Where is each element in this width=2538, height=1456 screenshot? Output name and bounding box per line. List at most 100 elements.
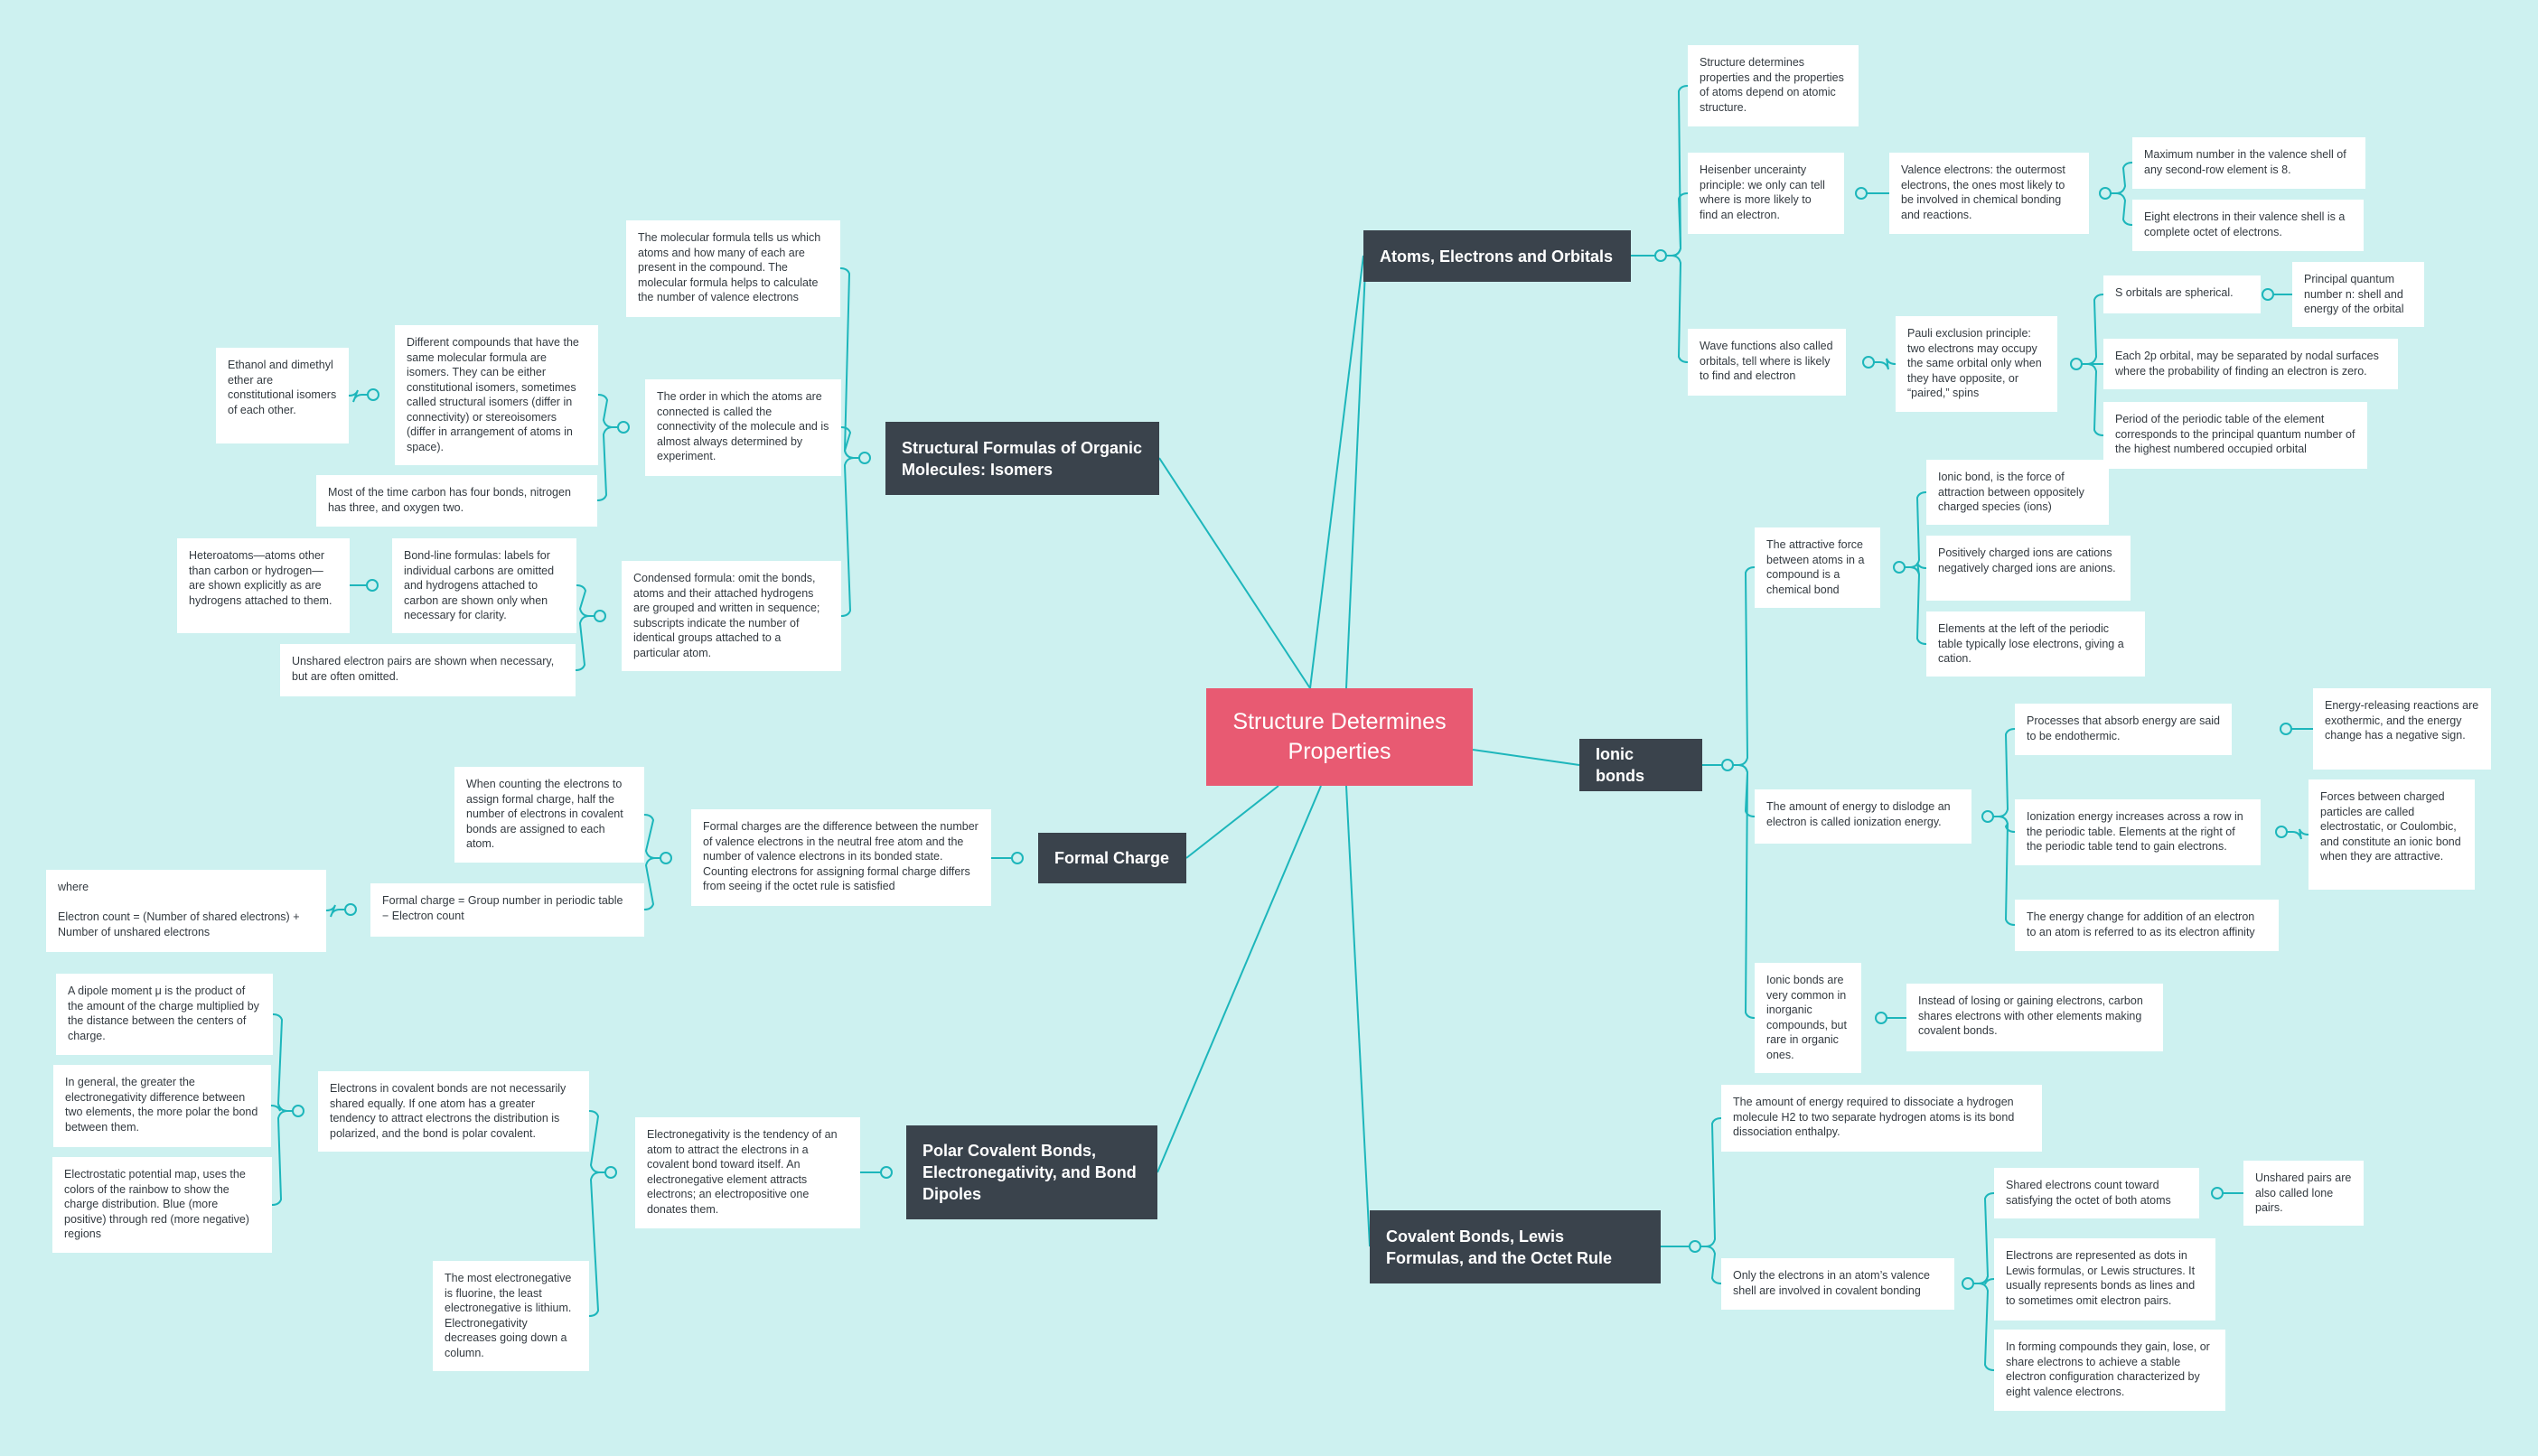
- a2-hub-dot[interactable]: [1855, 187, 1868, 200]
- a8-hub-dot[interactable]: [2262, 288, 2274, 301]
- leaf-i11[interactable]: Ionic bonds are very common in inorganic…: [1755, 963, 1861, 1073]
- leaf-p2[interactable]: Electrons in covalent bonds are not nece…: [318, 1071, 589, 1152]
- leaf-i7[interactable]: Energy-releasing reactions are exothermi…: [2313, 688, 2491, 770]
- leaf-s4[interactable]: Ethanol and dimethyl ether are constitut…: [216, 348, 349, 443]
- ionic-hub-dot[interactable]: [1721, 759, 1734, 771]
- formal-hub-dot[interactable]: [1011, 852, 1024, 864]
- f3-link-0: [325, 904, 351, 918]
- a6-hub-dot[interactable]: [1862, 356, 1875, 369]
- leaf-a6[interactable]: Wave functions also called orbitals, tel…: [1688, 329, 1846, 396]
- leaf-a7[interactable]: Pauli exclusion principle: two electrons…: [1896, 316, 2057, 412]
- leaf-c1[interactable]: The amount of energy required to dissoci…: [1721, 1085, 2042, 1152]
- leaf-p3[interactable]: A dipole moment μ is the product of the …: [56, 974, 273, 1055]
- leaf-i10[interactable]: The energy change for addition of an ele…: [2015, 900, 2279, 951]
- cov-link-0: [1695, 1117, 1722, 1247]
- f1-hub-dot[interactable]: [660, 852, 672, 864]
- c2-hub-dot[interactable]: [1962, 1277, 1974, 1290]
- leaf-c6[interactable]: In forming compounds they gain, lose, or…: [1994, 1330, 2225, 1411]
- leaf-p4[interactable]: In general, the greater the electronegat…: [53, 1065, 271, 1147]
- s7-hub-dot[interactable]: [366, 579, 379, 592]
- leaf-s8[interactable]: Heteroatoms—atoms other than carbon or h…: [177, 538, 350, 633]
- root-link-2: [1472, 749, 1580, 766]
- i11-hub-dot[interactable]: [1875, 1012, 1887, 1024]
- p1-hub-dot[interactable]: [604, 1166, 617, 1179]
- root-node[interactable]: Structure Determines Properties: [1206, 688, 1473, 786]
- leaf-f1[interactable]: Formal charges are the difference betwee…: [691, 809, 991, 906]
- leaf-f4[interactable]: where Electron count = (Number of shared…: [46, 870, 326, 952]
- topic-ionic-bonds[interactable]: Ionic bonds: [1579, 739, 1702, 791]
- a3-link-1: [2105, 192, 2133, 226]
- struct-hub-dot[interactable]: [858, 452, 871, 464]
- c3-hub-dot[interactable]: [2211, 1187, 2224, 1199]
- leaf-a5[interactable]: Eight electrons in their valence shell i…: [2132, 200, 2364, 251]
- leaf-i6[interactable]: Processes that absorb energy are said to…: [2015, 704, 2232, 755]
- a7-hub-dot[interactable]: [2070, 358, 2083, 370]
- s3-link-0: [348, 389, 373, 403]
- leaf-f3[interactable]: Formal charge = Group number in periodic…: [370, 883, 644, 937]
- a7-link-2: [2076, 363, 2104, 436]
- i8-hub-dot[interactable]: [2275, 826, 2288, 838]
- leaf-i2[interactable]: Ionic bond, is the force of attraction b…: [1926, 460, 2109, 525]
- leaf-a11[interactable]: Period of the periodic table of the elem…: [2103, 402, 2367, 469]
- f3-hub-dot[interactable]: [344, 903, 357, 916]
- root-link-4: [1157, 785, 1322, 1173]
- leaf-p6[interactable]: The most electronegative is fluorine, th…: [433, 1261, 589, 1371]
- leaf-c4[interactable]: Unshared pairs are also called lone pair…: [2243, 1161, 2364, 1226]
- leaf-i5[interactable]: The amount of energy to dislodge an elec…: [1755, 789, 1971, 844]
- leaf-a2[interactable]: Heisenber uncerainty principle: we only …: [1688, 153, 1844, 234]
- leaf-s7[interactable]: Bond-line formulas: labels for individua…: [392, 538, 576, 633]
- i8-link-0: [2281, 828, 2309, 840]
- a6-link-0: [1868, 358, 1896, 370]
- polar-hub-dot[interactable]: [880, 1166, 893, 1179]
- leaf-f2[interactable]: When counting the electrons to assign fo…: [454, 767, 644, 863]
- leaf-a10[interactable]: Each 2p orbital, may be separated by nod…: [2103, 339, 2398, 389]
- leaf-s3[interactable]: Different compounds that have the same m…: [395, 325, 598, 465]
- topic-structural-formulas[interactable]: Structural Formulas of Organic Molecules…: [885, 422, 1159, 495]
- i6-hub-dot[interactable]: [2280, 723, 2292, 735]
- leaf-p5[interactable]: Electrostatic potential map, uses the co…: [52, 1157, 272, 1253]
- s6-hub-dot[interactable]: [594, 610, 606, 622]
- leaf-a8[interactable]: S orbitals are spherical.: [2103, 275, 2261, 313]
- topic-formal-charge[interactable]: Formal Charge: [1038, 833, 1186, 883]
- leaf-s1[interactable]: The molecular formula tells us which ato…: [626, 220, 840, 317]
- i5-link-2: [1988, 816, 2016, 926]
- cov-hub-dot[interactable]: [1689, 1240, 1701, 1253]
- root-link-3: [1345, 785, 1371, 1247]
- struct-link-2: [840, 457, 865, 617]
- s3-hub-dot[interactable]: [367, 388, 379, 401]
- leaf-c2[interactable]: Only the electrons in an atom’s valence …: [1721, 1258, 1954, 1310]
- leaf-i8[interactable]: Ionization energy increases across a row…: [2015, 799, 2261, 865]
- atoms-link-2: [1661, 255, 1689, 363]
- leaf-a3[interactable]: Valence electrons: the outermost electro…: [1889, 153, 2089, 234]
- leaf-i3[interactable]: Positively charged ions are cations nega…: [1926, 536, 2131, 601]
- leaf-s2[interactable]: The order in which the atoms are connect…: [645, 379, 841, 476]
- p1-link-1: [588, 1171, 611, 1317]
- leaf-s6[interactable]: Condensed formula: omit the bonds, atoms…: [622, 561, 841, 671]
- leaf-s5[interactable]: Most of the time carbon has four bonds, …: [316, 475, 597, 527]
- a3-hub-dot[interactable]: [2099, 187, 2112, 200]
- cov-link-1: [1695, 1246, 1722, 1284]
- leaf-i9[interactable]: Forces between charged particles are cal…: [2309, 779, 2475, 890]
- leaf-i1[interactable]: The attractive force between atoms in a …: [1755, 527, 1880, 608]
- s2-hub-dot[interactable]: [617, 421, 630, 434]
- leaf-a4[interactable]: Maximum number in the valence shell of a…: [2132, 137, 2365, 189]
- leaf-p1[interactable]: Electronegativity is the tendency of an …: [635, 1117, 860, 1228]
- root-link-0: [1309, 255, 1364, 689]
- leaf-i12[interactable]: Instead of losing or gaining electrons, …: [1906, 984, 2163, 1051]
- leaf-a9[interactable]: Principal quantum number n: shell and en…: [2292, 262, 2424, 327]
- atoms-hub-dot[interactable]: [1654, 249, 1667, 262]
- p2-hub-dot[interactable]: [292, 1105, 304, 1117]
- leaf-i4[interactable]: Elements at the left of the periodic tab…: [1926, 611, 2145, 677]
- leaf-s9[interactable]: Unshared electron pairs are shown when n…: [280, 644, 576, 696]
- leaf-a1[interactable]: Structure determines properties and the …: [1688, 45, 1859, 126]
- c2-link-0: [1968, 1192, 1995, 1284]
- leaf-c5[interactable]: Electrons are represented as dots in Lew…: [1994, 1238, 2215, 1321]
- leaf-c3[interactable]: Shared electrons count toward satisfying…: [1994, 1168, 2199, 1218]
- topic-covalent-bonds[interactable]: Covalent Bonds, Lewis Formulas, and the …: [1370, 1210, 1661, 1283]
- i1-link-2: [1899, 566, 1927, 645]
- topic-polar-covalent[interactable]: Polar Covalent Bonds, Electronegativity,…: [906, 1125, 1157, 1219]
- i5-hub-dot[interactable]: [1981, 810, 1994, 823]
- i1-hub-dot[interactable]: [1893, 561, 1906, 574]
- topic-atoms-electrons-orbitals[interactable]: Atoms, Electrons and Orbitals: [1363, 230, 1631, 282]
